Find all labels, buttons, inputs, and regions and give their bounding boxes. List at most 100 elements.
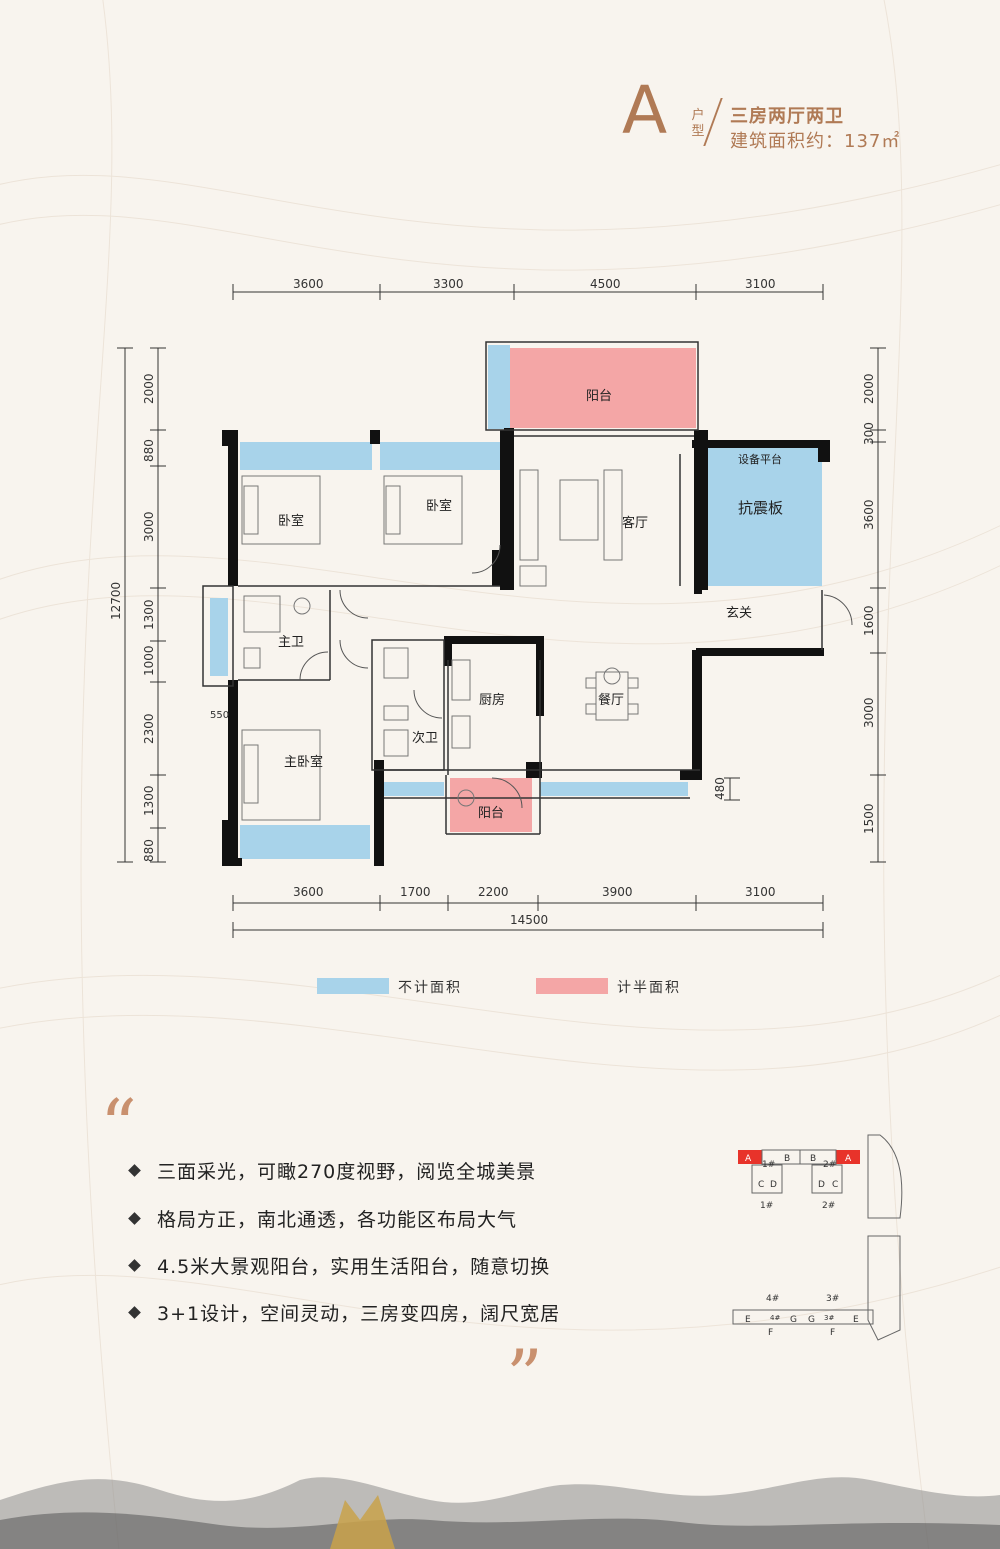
room-master-bedroom: 主卧室 — [284, 754, 323, 770]
quote-close-icon: ” — [506, 1334, 543, 1418]
room-balcony-top: 阳台 — [586, 389, 612, 404]
dim-top-3: 4500 — [590, 277, 621, 291]
site-unit-5: 2# — [823, 1160, 836, 1170]
master-bedroom-window-area — [240, 825, 370, 859]
dimension-lines — [117, 284, 886, 938]
dim-left-8: 880 — [142, 839, 156, 862]
dim-left-1: 2000 — [142, 373, 156, 404]
bedroom-1-window-area — [240, 442, 372, 470]
site-building-2: 2# — [822, 1201, 835, 1211]
bay-window-left — [210, 598, 228, 676]
unit-type-suffix-1: 户 — [691, 108, 705, 123]
feature-2-text: 格局方正，南北通透，各功能区布局大气 — [157, 1209, 518, 1231]
site-map-labels: A 1# B B 2# A C D D C 1# 2# 4# 3# E F G … — [745, 1154, 859, 1338]
dim-bottom-3: 2200 — [478, 885, 509, 899]
dim-bottom-4: 3900 — [602, 885, 633, 899]
dim-bottom-2: 1700 — [400, 885, 431, 899]
dim-right-1: 2000 — [862, 373, 876, 404]
room-seismic-board: 抗震板 — [738, 499, 783, 517]
furniture — [241, 469, 639, 821]
room-balcony-bottom: 阳台 — [478, 806, 504, 821]
room-living: 客厅 — [622, 515, 648, 531]
site-unit-6: A — [845, 1154, 852, 1164]
unit-a-right-highlight — [836, 1150, 860, 1164]
unit-type-letter: A — [622, 72, 668, 149]
site-building-4: 4# — [766, 1294, 779, 1304]
site-unit-g-right: G — [808, 1315, 815, 1325]
legend-excluded-swatch — [317, 978, 389, 994]
dimension-labels: 3600 3300 4500 3100 3600 1700 2200 3900 … — [210, 277, 776, 927]
site-unit-e-left: E — [745, 1315, 751, 1325]
dim-top-2: 3300 — [433, 277, 464, 291]
site-unit-e-right: E — [853, 1315, 859, 1325]
legend-half-label: 计半面积 — [617, 980, 681, 996]
room-equipment: 设备平台 — [738, 452, 782, 466]
dim-right-3: 3600 — [862, 499, 876, 530]
site-unit-1: A — [745, 1154, 752, 1164]
legend-half-swatch — [536, 978, 608, 994]
site-building-1: 1# — [760, 1201, 773, 1211]
site-unit-8: D — [770, 1180, 777, 1190]
dim-left-3: 3000 — [142, 511, 156, 542]
room-bedroom-2: 卧室 — [426, 498, 452, 514]
dim-left-5: 1000 — [142, 645, 156, 676]
dim-left-2: 880 — [142, 439, 156, 462]
dim-left-6: 2300 — [142, 713, 156, 744]
dim-bottom-5: 3100 — [745, 885, 776, 899]
site-unit-3-small: 3# — [824, 1314, 834, 1322]
site-unit-f-right: F — [830, 1328, 835, 1338]
site-unit-f-left: F — [768, 1328, 773, 1338]
seismic-board-area — [700, 448, 822, 586]
site-unit-10: C — [832, 1180, 838, 1190]
bedroom-2-window-area — [380, 442, 508, 470]
dim-right-4: 1600 — [862, 605, 876, 636]
dim-right-2: 300 — [862, 422, 876, 445]
bay-window-top — [488, 345, 510, 429]
quote-open-icon: “ — [100, 1084, 137, 1168]
dim-top-4: 3100 — [745, 277, 776, 291]
dim-bottom-1: 3600 — [293, 885, 324, 899]
site-unit-7: C — [758, 1180, 764, 1190]
room-kitchen: 厨房 — [479, 692, 505, 708]
balcony-top-area — [510, 348, 696, 428]
dimension-labels-vertical: 2000 880 3000 1300 1000 2300 1300 880 12… — [109, 373, 876, 862]
dim-left-7: 1300 — [142, 785, 156, 816]
room-entrance: 玄关 — [726, 606, 752, 621]
feature-3: 4.5米大景观阳台，实用生活阳台，随意切换 — [128, 1252, 551, 1279]
feature-4-text: 3+1设计，空间灵动，三房变四房，阔尺宽居 — [157, 1303, 561, 1325]
window-strip-bottom-right — [540, 782, 688, 796]
balcony-bottom-area — [450, 778, 532, 832]
site-unit-g-left: G — [790, 1315, 797, 1325]
dim-wall-480: 480 — [713, 777, 727, 800]
room-dining: 餐厅 — [598, 692, 624, 708]
unit-a-left-highlight — [738, 1150, 762, 1164]
room-master-bath: 主卫 — [278, 635, 304, 650]
site-unit-9: D — [818, 1180, 825, 1190]
feature-2: 格局方正，南北通透，各功能区布局大气 — [128, 1205, 518, 1232]
feature-3-text: 4.5米大景观阳台，实用生活阳台，随意切换 — [157, 1256, 551, 1278]
dim-top-1: 3600 — [293, 277, 324, 291]
site-building-3: 3# — [826, 1294, 839, 1304]
site-unit-2: 1# — [762, 1160, 775, 1170]
room-bedroom-1: 卧室 — [278, 513, 304, 529]
window-strip-bottom-left — [384, 782, 444, 796]
unit-type-suffix: 户 型 — [690, 108, 706, 140]
building-area: 建筑面积约：137㎡ — [730, 131, 901, 152]
room-labels: 阳台 卧室 卧室 客厅 设备平台 抗震板 玄关 主卫 厨房 餐厅 次卫 主卧室 … — [278, 389, 783, 821]
dim-right-6: 1500 — [862, 803, 876, 834]
feature-1: 三面采光，可瞰270度视野，阅览全城美景 — [128, 1157, 536, 1184]
room-second-bath: 次卫 — [412, 730, 438, 746]
dim-wall-550: 550 — [210, 710, 229, 721]
dim-left-total: 12700 — [109, 582, 123, 620]
unit-type-suffix-2: 型 — [691, 124, 705, 139]
site-map-top-units — [738, 1149, 860, 1194]
dim-right-5: 3000 — [862, 697, 876, 728]
feature-4: 3+1设计，空间灵动，三房变四房，阔尺宽居 — [128, 1299, 561, 1326]
dim-total: 14500 — [510, 913, 548, 927]
layout-summary: 三房两厅两卫 — [730, 106, 844, 127]
dim-left-4: 1300 — [142, 599, 156, 630]
site-unit-4-small: 4# — [770, 1314, 780, 1322]
